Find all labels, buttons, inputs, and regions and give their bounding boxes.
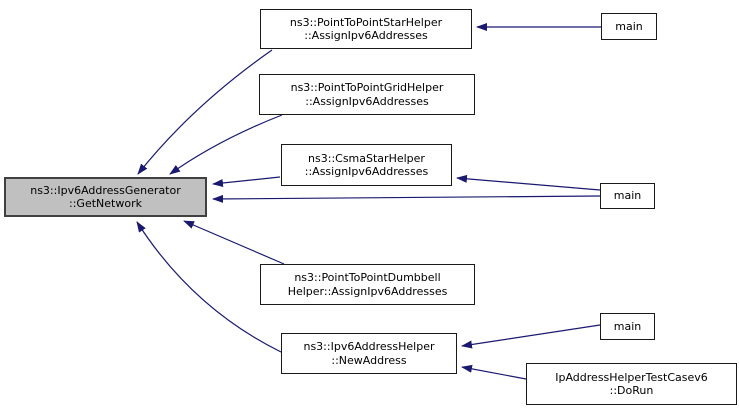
node-label: ns3::Ipv6AddressGenerator (30, 183, 181, 197)
node-ipv6addresshelper-newaddress[interactable]: ns3::Ipv6AddressHelper ::NewAddress (281, 333, 457, 374)
node-label: ns3::PointToPointStarHelper (289, 15, 443, 29)
node-label: main (613, 189, 642, 203)
edge-dorun-to-newaddress (461, 364, 527, 380)
node-label: ::AssignIpv6Addresses (304, 29, 428, 42)
node-label: main (615, 19, 643, 33)
edge-csmastar-to-getnetwork (212, 176, 281, 187)
node-pointtopointgridhelper-assignipv6addresses[interactable]: ns3::PointToPointGridHelper ::AssignIpv6… (259, 74, 475, 115)
edge-main-bottom-to-newaddress (461, 324, 601, 349)
edge-dumbbell-to-getnetwork (183, 220, 285, 265)
edge-newaddress-to-getnetwork (136, 221, 282, 353)
node-label: ::AssignIpv6Addresses (304, 165, 429, 178)
node-ipaddresshelpertestcasev6-dorun[interactable]: IpAddressHelperTestCasev6 ::DoRun (526, 363, 737, 405)
node-pointtopointstarhelper-assignipv6addresses[interactable]: ns3::PointToPointStarHelper ::AssignIpv6… (260, 9, 472, 49)
node-label: main (613, 319, 642, 333)
node-label: ::AssignIpv6Addresses (305, 94, 429, 108)
node-label: ns3::CsmaStarHelper (308, 151, 425, 165)
node-label: ns3::PointToPointDumbbell (294, 271, 441, 284)
node-main-top[interactable]: main (601, 13, 657, 40)
node-label: ::NewAddress (331, 353, 407, 367)
node-main-middle[interactable]: main (600, 183, 655, 209)
node-label: ns3::PointToPointGridHelper (290, 81, 444, 94)
edge-p2pgrid-to-getnetwork (169, 114, 283, 175)
node-label: ::GetNetwork (69, 197, 142, 210)
node-ipv6addressgenerator-getnetwork: ns3::Ipv6AddressGenerator ::GetNetwork (4, 177, 207, 217)
edge-main-middle-to-csmastar (456, 174, 601, 191)
node-csmastarhelper-assignipv6addresses[interactable]: ns3::CsmaStarHelper ::AssignIpv6Addresse… (281, 144, 452, 186)
node-label: ns3::Ipv6AddressHelper (303, 340, 435, 353)
node-label: IpAddressHelperTestCasev6 (555, 370, 708, 384)
node-main-bottom[interactable]: main (600, 313, 655, 340)
node-label: ::DoRun (609, 384, 654, 397)
node-label: Helper::AssignIpv6Addresses (287, 284, 448, 298)
node-pointtopointdumbbellhelper-assignipv6addresses[interactable]: ns3::PointToPointDumbbell Helper::Assign… (260, 264, 475, 305)
edge-p2pstar-to-getnetwork (137, 49, 273, 175)
edge-main-middle-to-getnetwork (212, 194, 601, 203)
